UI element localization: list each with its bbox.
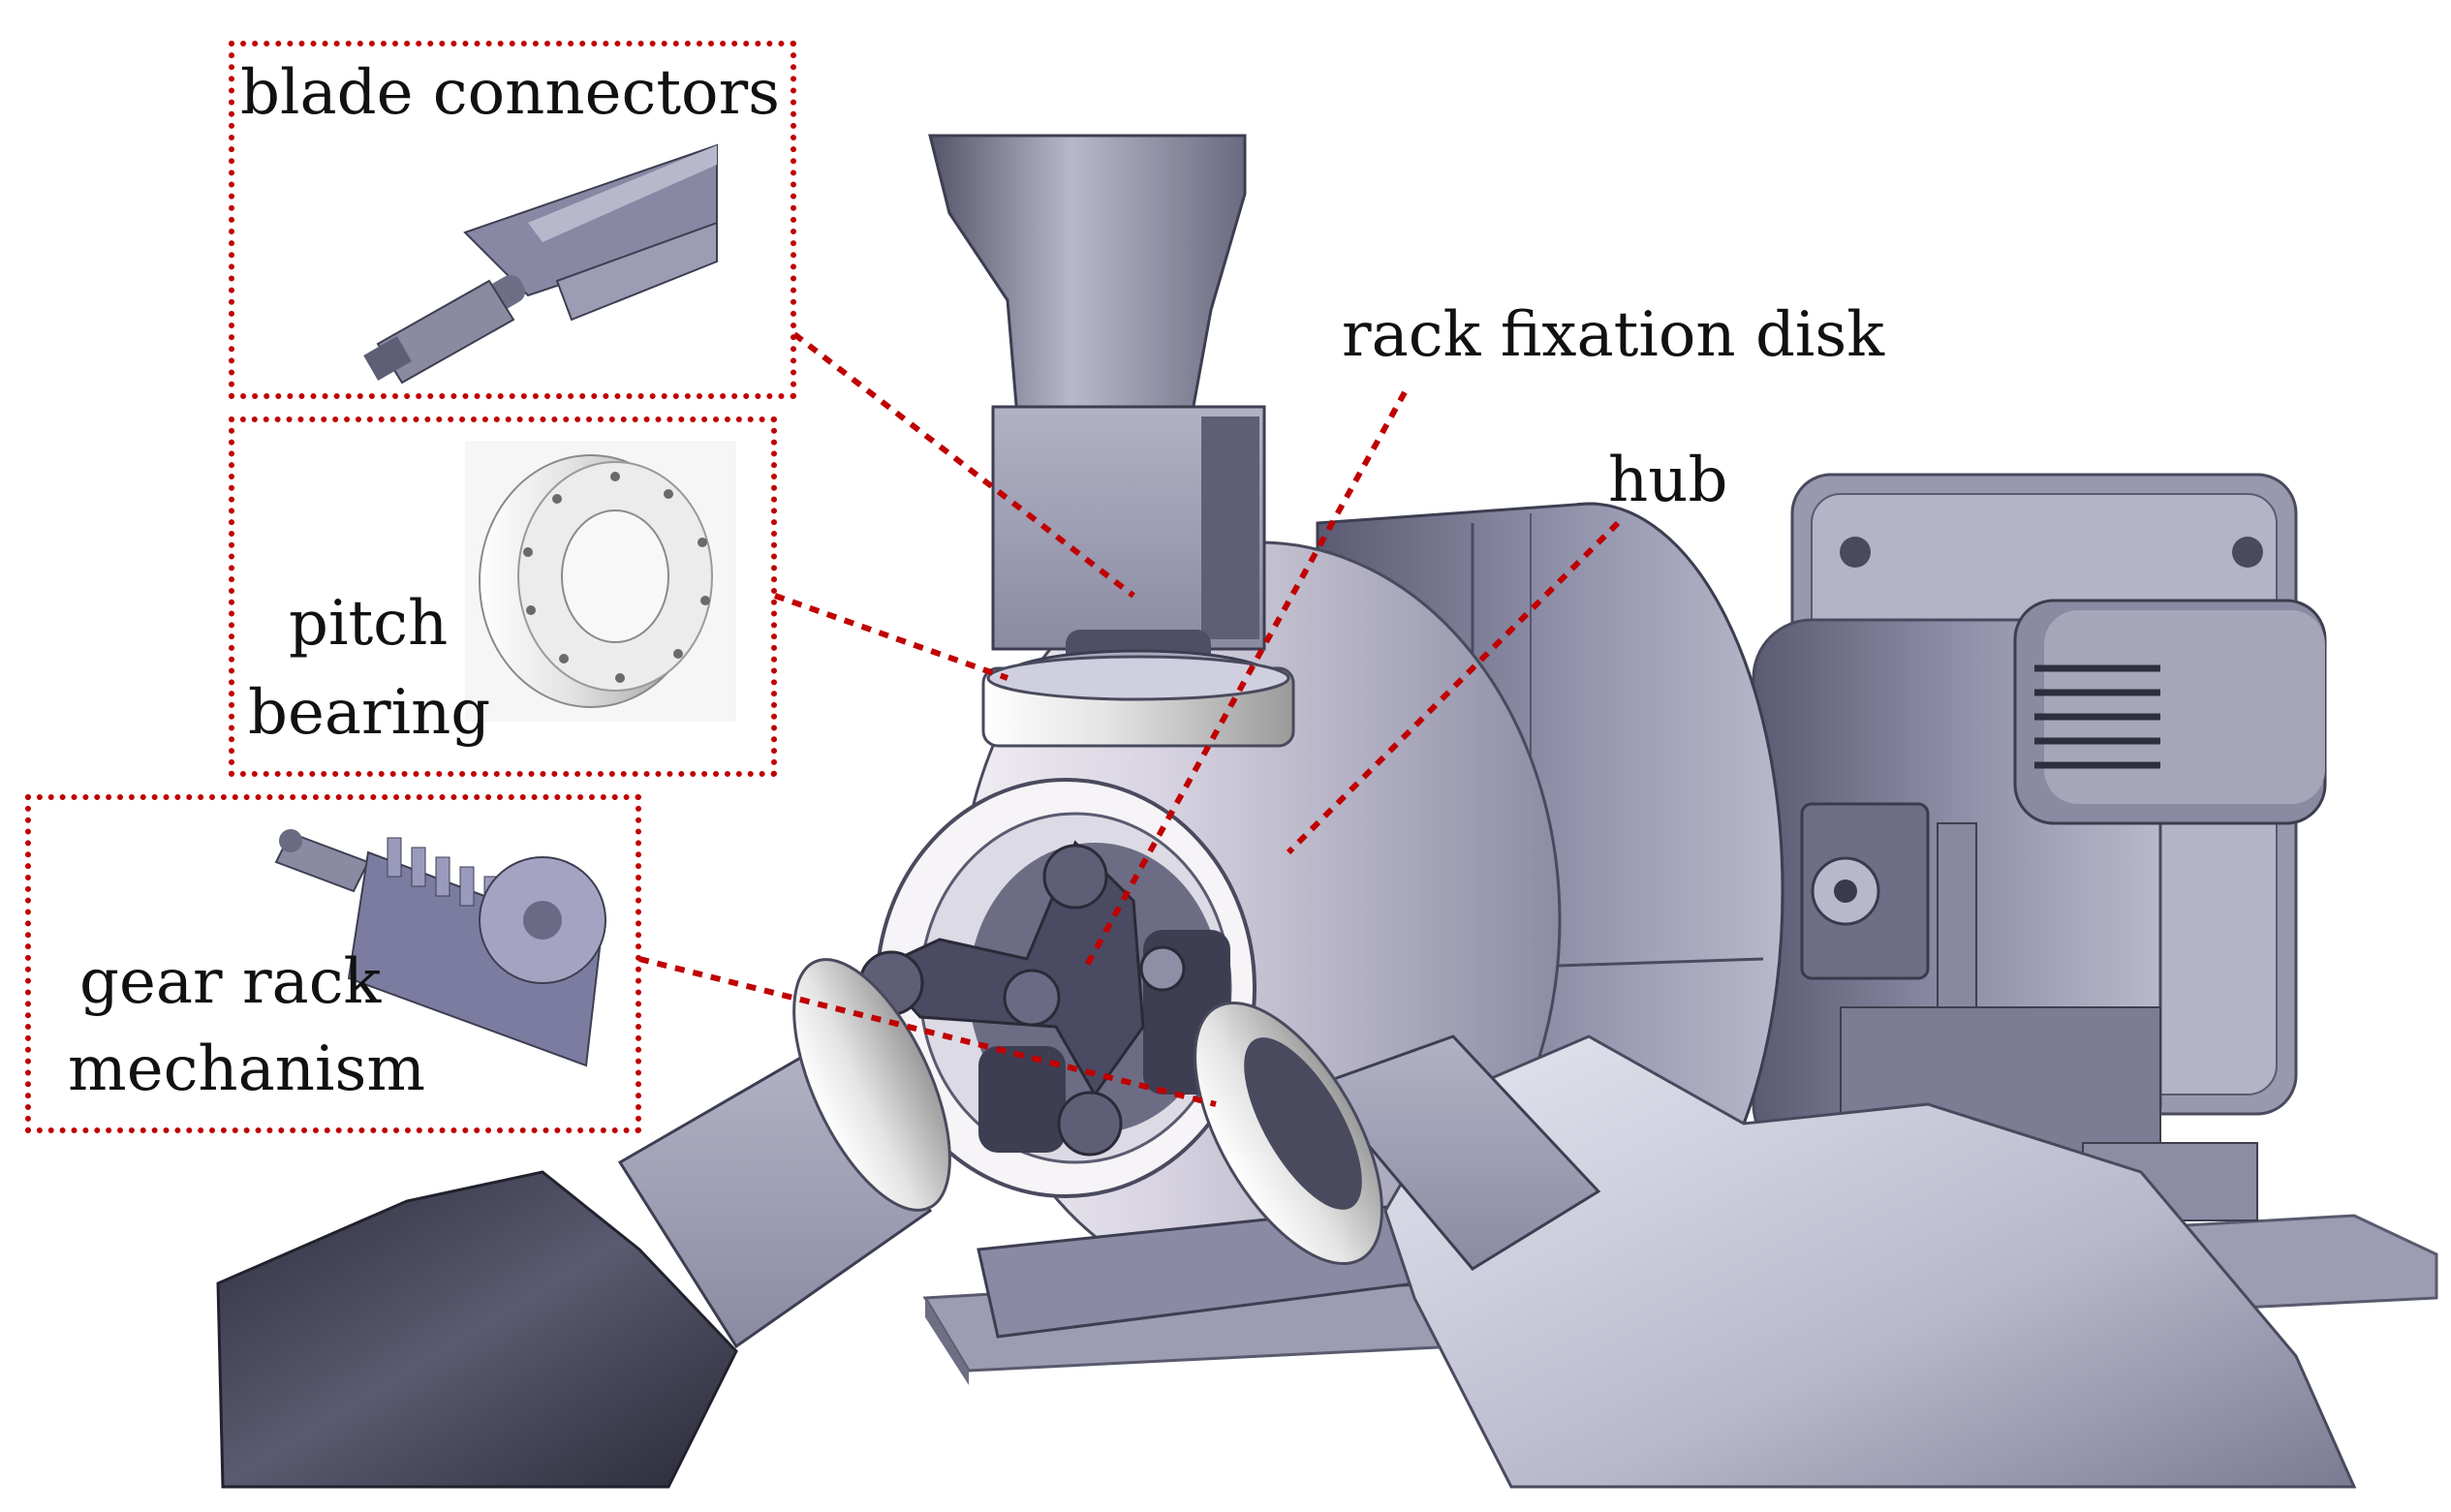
top-blade: [928, 134, 1276, 707]
left-pitch-bearing: [792, 958, 951, 1212]
label-gear-rack-line2: mechanism: [68, 1034, 425, 1105]
pitch-bearing-icon: [465, 441, 736, 722]
label-rack-fixation-disk: rack fixation disk: [1342, 299, 1884, 371]
base-plate-front: [925, 1298, 969, 1385]
leader-hub: [1286, 520, 1621, 855]
rack-fixation-disk: [858, 840, 1186, 1157]
right-blade: [1194, 1001, 2357, 1489]
label-blade-connectors: blade connectors: [240, 57, 780, 129]
leader-blade-connectors: [792, 331, 1135, 599]
gear-rack-icon: [274, 829, 606, 1067]
label-pitch-bearing-line2: bearing: [248, 677, 491, 749]
callout-box-gear-rack: [25, 794, 641, 1133]
label-pitch-bearing-line1: pitch: [289, 588, 449, 660]
blade-connector-icon: [363, 143, 718, 385]
top-pitch-bearing: [981, 655, 1295, 748]
leader-gear-rack: [638, 956, 1217, 1107]
callout-box-blade-connectors: [229, 41, 796, 399]
leader-pitch-bearing: [773, 593, 1009, 681]
callout-box-pitch-bearing: [229, 417, 777, 777]
label-hub: hub: [1608, 445, 1728, 516]
label-gear-rack-line1: gear rack: [79, 946, 382, 1018]
left-blade: [216, 958, 951, 1489]
